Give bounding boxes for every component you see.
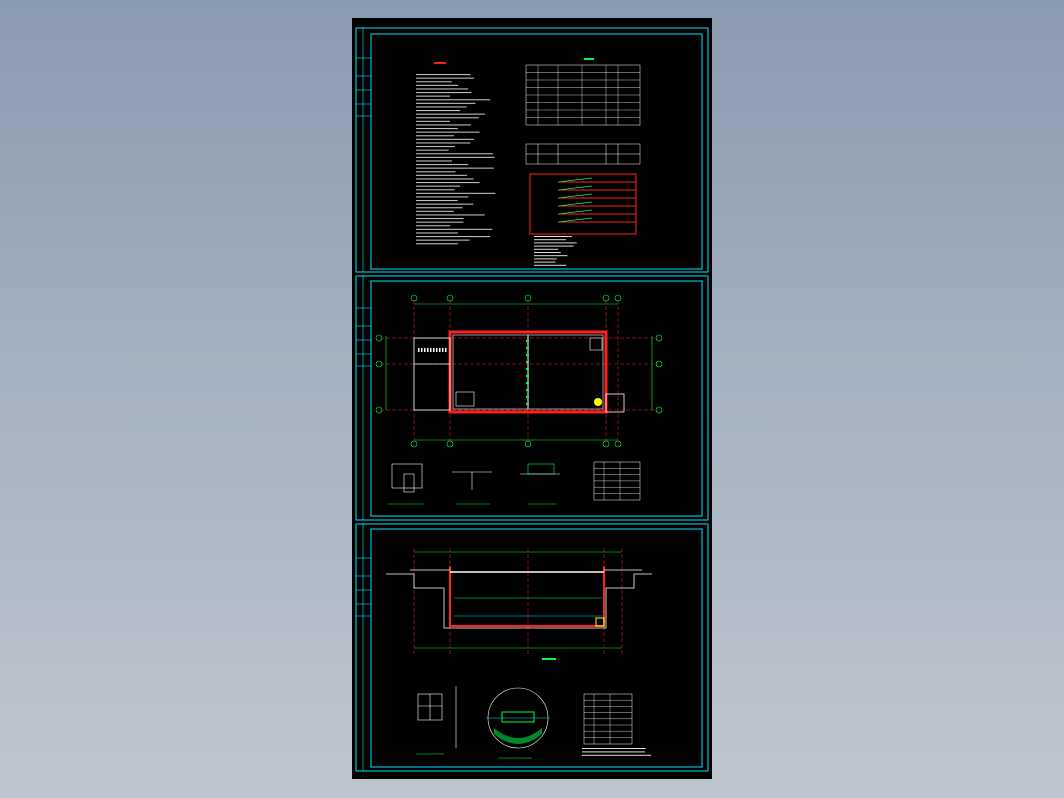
plan-detail-3 <box>520 463 560 505</box>
section-profile <box>386 566 652 629</box>
sheet-3 <box>355 523 709 772</box>
cad-drawing-svg <box>355 27 709 772</box>
section-title-mark <box>542 658 556 660</box>
section-detail-1 <box>416 686 457 755</box>
plan-detail-2 <box>452 471 492 505</box>
section-dimensions <box>414 551 622 649</box>
table-title-mark <box>584 58 594 60</box>
plan-marker <box>594 398 602 406</box>
legend-table <box>529 173 637 235</box>
title-strip-1 <box>356 28 371 272</box>
equipment-table <box>525 143 641 165</box>
plan-dimensions <box>385 303 653 441</box>
cad-drawing-canvas[interactable] <box>352 18 712 779</box>
plan-detail-1 <box>388 463 424 505</box>
design-notes-block <box>416 62 496 245</box>
section-detail-round <box>486 687 550 759</box>
plan-tank-walls <box>413 330 625 414</box>
sheet-2 <box>355 275 709 521</box>
sheet-1 <box>355 27 709 273</box>
